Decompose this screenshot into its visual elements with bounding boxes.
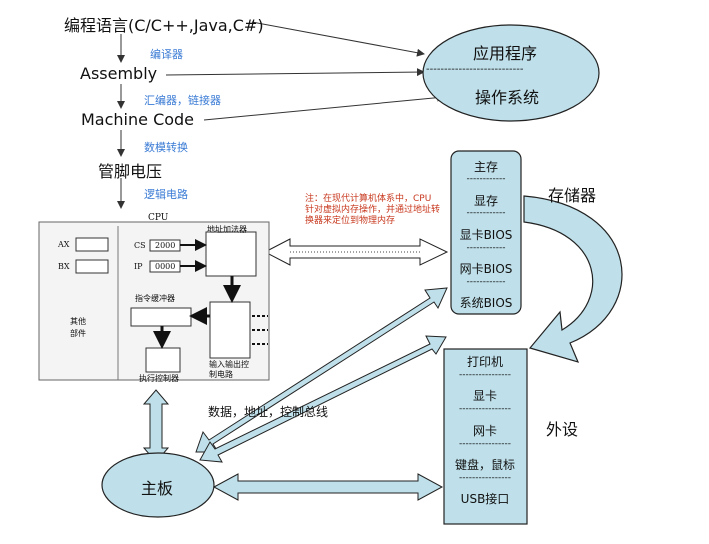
cpu-other-label: 其他部件 [70, 317, 86, 338]
cpu-ax-label: AX [58, 240, 70, 249]
arrow-lang-os [251, 21, 425, 57]
cpu-bx-label: BX [58, 262, 70, 271]
label-pin-voltage: 管脚电压 [98, 162, 163, 181]
memory-title: 存储器 [548, 186, 597, 205]
periph-item-kbd-mouse: 键盘，鼠标 [454, 458, 515, 472]
label-dac: 数模转换 [144, 141, 188, 154]
periph-sep: ---------------- [459, 439, 511, 449]
arrow-board-usb [212, 473, 444, 501]
cpu-buffer-label: 指令缓冲器 [135, 294, 175, 303]
memory-sep: ------------ [466, 174, 506, 184]
memory-item-nic-bios: 网卡BIOS [459, 262, 513, 276]
exec-controller [145, 347, 181, 373]
periph-item-nic: 网卡 [472, 424, 497, 438]
cpu-adder-label: 地址加法器 [207, 225, 247, 234]
memory-box [450, 150, 522, 315]
label-logic-circuit: 逻辑电路 [144, 188, 188, 201]
arrow-cpu-board [142, 389, 170, 463]
label-compiler: 编译器 [150, 48, 183, 61]
label-assembly: Assembly [80, 64, 158, 83]
curved-arrow-mem-periph [523, 195, 623, 363]
address-adder [205, 231, 257, 277]
label-bus: 数据，地址，控制总线 [208, 405, 329, 419]
periph-item-usb: USB接口 [460, 492, 510, 506]
periph-item-gpu: 显卡 [472, 389, 497, 403]
label-assembler-linker: 汇编器，链接器 [144, 94, 221, 107]
periph-sep: ---------------- [459, 370, 511, 380]
arrow-board-mem [195, 287, 448, 453]
cpu-exec-label: 执行控制器 [139, 374, 179, 383]
periph-sep: ---------------- [459, 473, 511, 483]
memory-item-vga-bios: 显卡BIOS [459, 228, 513, 242]
memory-item-main: 主存 [473, 160, 498, 174]
os-ellipse [422, 24, 600, 122]
label-programming-language: 编程语言(C/C++,Java,C#) [64, 16, 264, 35]
memory-item-sys-bios: 系统BIOS [459, 296, 513, 310]
cpu-cs-value: 2000 [155, 241, 176, 250]
instruction-buffer [130, 307, 192, 327]
label-application: 应用程序 [473, 44, 538, 63]
cpu-io-label: 输入输出控制电路 [209, 360, 249, 379]
arrow-asm-os [165, 68, 425, 77]
note-virtual-memory: 注：在现代计算机体系中，CPU针对虚拟内存操作，并通过地址转换器来定位到物理内存 [305, 194, 441, 226]
periph-item-printer: 打印机 [466, 355, 503, 369]
label-motherboard: 主板 [141, 479, 174, 498]
cpu-ip-label: IP [134, 262, 143, 271]
peripherals-box [443, 348, 528, 525]
memory-item-vram: 显存 [473, 194, 498, 208]
label-operating-system: 操作系统 [475, 88, 540, 107]
periph-sep: ---------------- [459, 404, 511, 414]
ax-register [75, 237, 109, 252]
io-control [209, 301, 251, 359]
label-machine-code: Machine Code [81, 110, 195, 129]
bx-register [75, 259, 109, 274]
memory-sep: ------------ [466, 277, 506, 287]
memory-sep: ------------ [466, 208, 506, 218]
cpu-title: CPU [148, 213, 169, 223]
peripherals-title: 外设 [546, 420, 579, 439]
cpu-cs-label: CS [134, 241, 146, 250]
arrow-mc-os [203, 93, 445, 121]
memory-sep: ------------ [466, 243, 506, 253]
board-ellipse [101, 452, 215, 518]
cpu-ip-value: 0000 [155, 262, 176, 271]
os-divider: --------------------------- [426, 64, 524, 75]
arrow-board-periph [199, 335, 447, 463]
